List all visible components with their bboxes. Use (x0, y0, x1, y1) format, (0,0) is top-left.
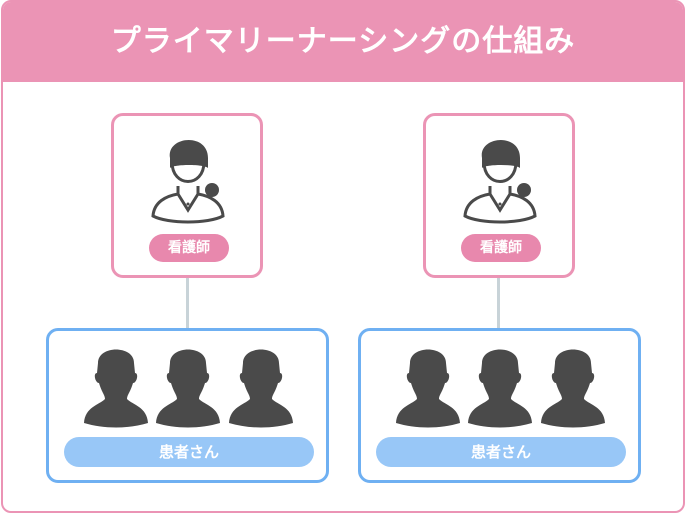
connector-line (497, 278, 500, 328)
patients-box: 患者さん (358, 328, 641, 483)
nurse-label: 看護師 (461, 234, 541, 262)
patients-box: 患者さん (46, 328, 329, 483)
nurse-label: 看護師 (149, 234, 229, 262)
patients-label: 患者さん (376, 437, 626, 467)
page-title: プライマリーナーシングの仕組み (3, 2, 683, 82)
nurse-box: 看護師 (111, 113, 263, 278)
patients-label: 患者さん (64, 437, 314, 467)
connector-line (186, 278, 189, 328)
nurse-box: 看護師 (423, 113, 575, 278)
